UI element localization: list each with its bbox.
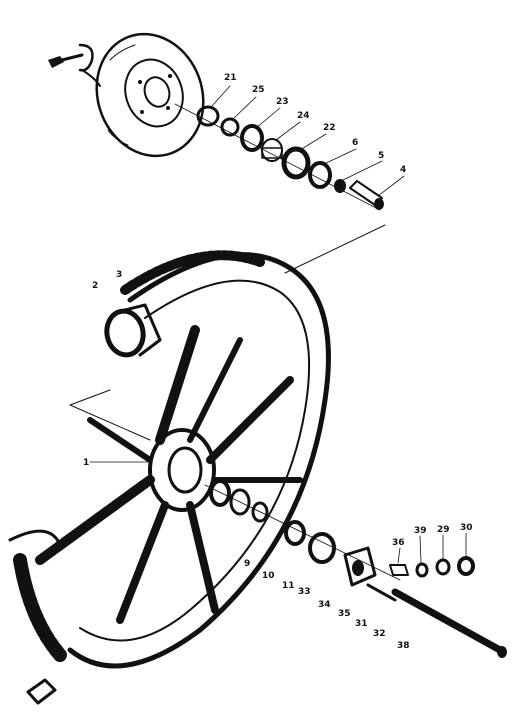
tire — [8, 250, 331, 669]
label-33: 34 — [318, 600, 331, 610]
rim-section — [104, 303, 162, 358]
hub — [69, 389, 216, 512]
label-24: 25 — [252, 85, 265, 95]
label-6: 6 — [352, 138, 358, 148]
label-27: 29 — [437, 525, 450, 535]
label-1: 1 — [83, 458, 89, 468]
label-30: 32 — [373, 629, 386, 639]
label-23: 23 — [276, 97, 289, 107]
nut-small — [26, 678, 57, 705]
label-28: 30 — [460, 523, 473, 533]
top-hub-parts — [174, 103, 384, 211]
label-4: 4 — [400, 165, 406, 175]
leader-ticks — [211, 85, 467, 564]
leader-line-disc — [284, 224, 386, 274]
label-20: 21 — [224, 73, 237, 83]
callout-labels: 21 25 23 24 22 6 5 4 3 2 1 9 10 11 33 34… — [83, 73, 473, 651]
label-2: 2 — [92, 281, 98, 291]
label-9: 9 — [244, 559, 250, 569]
spokes — [35, 325, 303, 624]
label-3: 3 — [116, 270, 122, 280]
disc-bolt — [48, 43, 101, 87]
label-35: 36 — [392, 538, 405, 548]
label-11: 11 — [282, 581, 295, 591]
label-22: 24 — [297, 111, 310, 121]
label-29: 31 — [355, 619, 368, 629]
label-36: 38 — [397, 641, 410, 651]
lower-hub-parts — [204, 479, 507, 658]
label-34: 35 — [338, 609, 351, 619]
label-32: 33 — [298, 587, 311, 597]
label-5: 5 — [378, 151, 384, 161]
label-21: 22 — [323, 123, 336, 133]
label-10: 10 — [262, 571, 275, 581]
brake-disc — [95, 32, 205, 158]
label-38: 39 — [414, 526, 427, 536]
